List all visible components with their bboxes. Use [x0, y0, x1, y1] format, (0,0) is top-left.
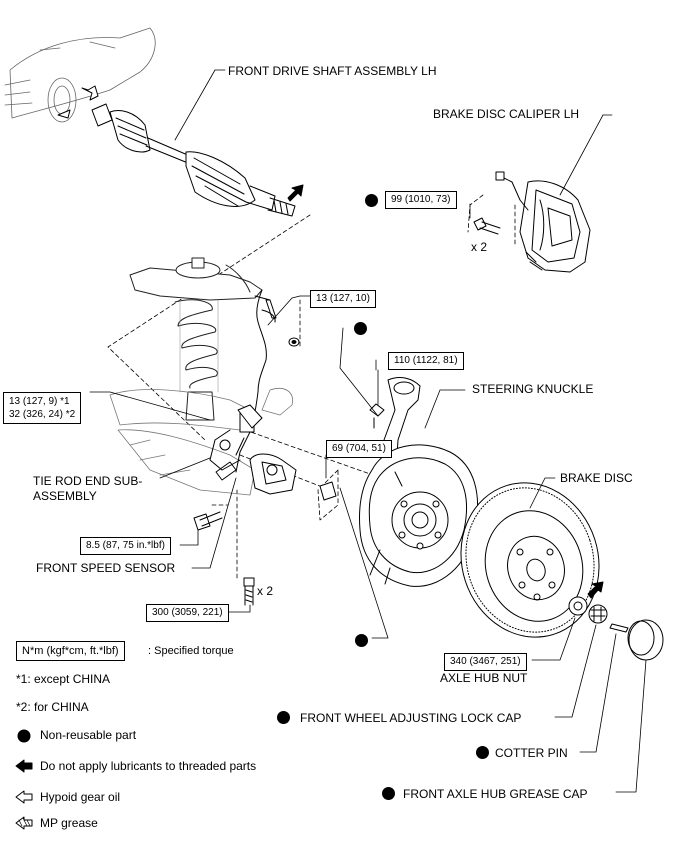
torque-speed-sensor: 8.5 (87, 75 in.*lbf) [80, 537, 171, 555]
non-reusable-dot-icon [476, 746, 489, 759]
lock-cap [588, 604, 608, 624]
bracket-bolt [288, 337, 300, 347]
hub-backing-plate [359, 444, 478, 587]
leader-lock-cap-1 [339, 487, 389, 639]
torque-sensor-bracket: 13 (127, 10) [310, 290, 376, 308]
no-lube-arrow-nut [587, 581, 604, 599]
leader-knuckle [424, 389, 466, 429]
front-drive-shaft [91, 103, 296, 217]
grease-cap [627, 619, 664, 661]
torque-tie-rod-line1: 13 (127, 9) *1 [9, 396, 70, 407]
label-tie-rod-end-2: ASSEMBLY [33, 489, 97, 503]
no-lube-arrow-shaft [287, 184, 304, 202]
label-front-drive-shaft: FRONT DRIVE SHAFT ASSEMBLY LH [228, 64, 437, 78]
non-reusable-dot-icon [354, 322, 367, 335]
leader-caliper [559, 114, 604, 196]
suspension-strut [129, 257, 263, 421]
label-steering-knuckle: STEERING KNUCKLE [472, 382, 594, 396]
legend-non-reusable: Non-reusable part [40, 728, 137, 742]
label-front-speed-sensor: FRONT SPEED SENSOR [36, 561, 176, 575]
label-brake-disc-caliper: BRAKE DISC CALIPER LH [433, 107, 580, 121]
legend-note1: *1: except CHINA [16, 672, 111, 686]
label-adjusting-lock-cap: FRONT WHEEL ADJUSTING LOCK CAP [300, 711, 522, 725]
label-brake-disc: BRAKE DISC [560, 471, 633, 485]
legend-mp-grease: MP grease [40, 816, 98, 830]
transmission-housing [4, 27, 156, 123]
sensor-bolt [193, 511, 223, 531]
tie-rod-nut [319, 481, 337, 501]
torque-caliper: 99 (1010, 73) [385, 191, 457, 209]
leader-brake-disc [529, 477, 556, 509]
lower-bolts [243, 577, 255, 606]
non-reusable-dot-icon [355, 634, 368, 647]
cotter-pin [609, 623, 629, 633]
label-cotter-pin: COTTER PIN [495, 746, 568, 760]
label-tie-rod-end-1: TIE ROD END SUB- [33, 474, 143, 488]
torque-tie-rod-nut: 69 (704, 51) [326, 440, 392, 458]
non-reusable-dot-icon [365, 194, 378, 207]
non-reusable-dot-icon [382, 787, 395, 800]
torque-axle-hub-nut: 340 (3467, 251) [444, 653, 527, 671]
legend-no-lubricant: Do not apply lubricants to threaded part… [40, 759, 257, 773]
front-speed-sensor-harness [215, 289, 277, 481]
leader-tie-rod [159, 457, 211, 479]
legend-unit-box: N*m (kgf*cm, ft.*lbf) [16, 641, 125, 661]
torque-tie-rod: 13 (127, 9) *1 32 (326, 24) *2 [3, 392, 82, 424]
leader-drive-shaft [174, 69, 216, 141]
legend-unit-desc: : Specified torque [148, 645, 234, 657]
legend-note2: *2: for CHINA [16, 700, 89, 714]
axle-hub-nut [568, 596, 588, 616]
label-axle-hub-nut: AXLE HUB NUT [440, 671, 528, 685]
non-reusable-dot-icon [277, 711, 290, 724]
brake-disc [460, 482, 600, 638]
label-grease-cap: FRONT AXLE HUB GREASE CAP [403, 787, 588, 801]
torque-knuckle-upper: 110 (1122, 81) [388, 352, 464, 370]
legend-icons [15, 729, 33, 830]
leader-speed-sensor [191, 477, 237, 569]
torque-tie-rod-line2: 32 (326, 24) *2 [9, 409, 76, 420]
legend-hypoid: Hypoid gear oil [40, 790, 121, 804]
label-x2-caliper: x 2 [471, 240, 488, 254]
tie-rod-and-hub-carrier [209, 404, 297, 495]
caliper-bolt [473, 217, 501, 235]
label-x2-lower: x 2 [257, 584, 274, 598]
torque-lower-bolts: 300 (3059, 221) [146, 604, 229, 622]
brake-disc-caliper [495, 171, 591, 273]
shaft-oil-arrows [57, 85, 99, 119]
